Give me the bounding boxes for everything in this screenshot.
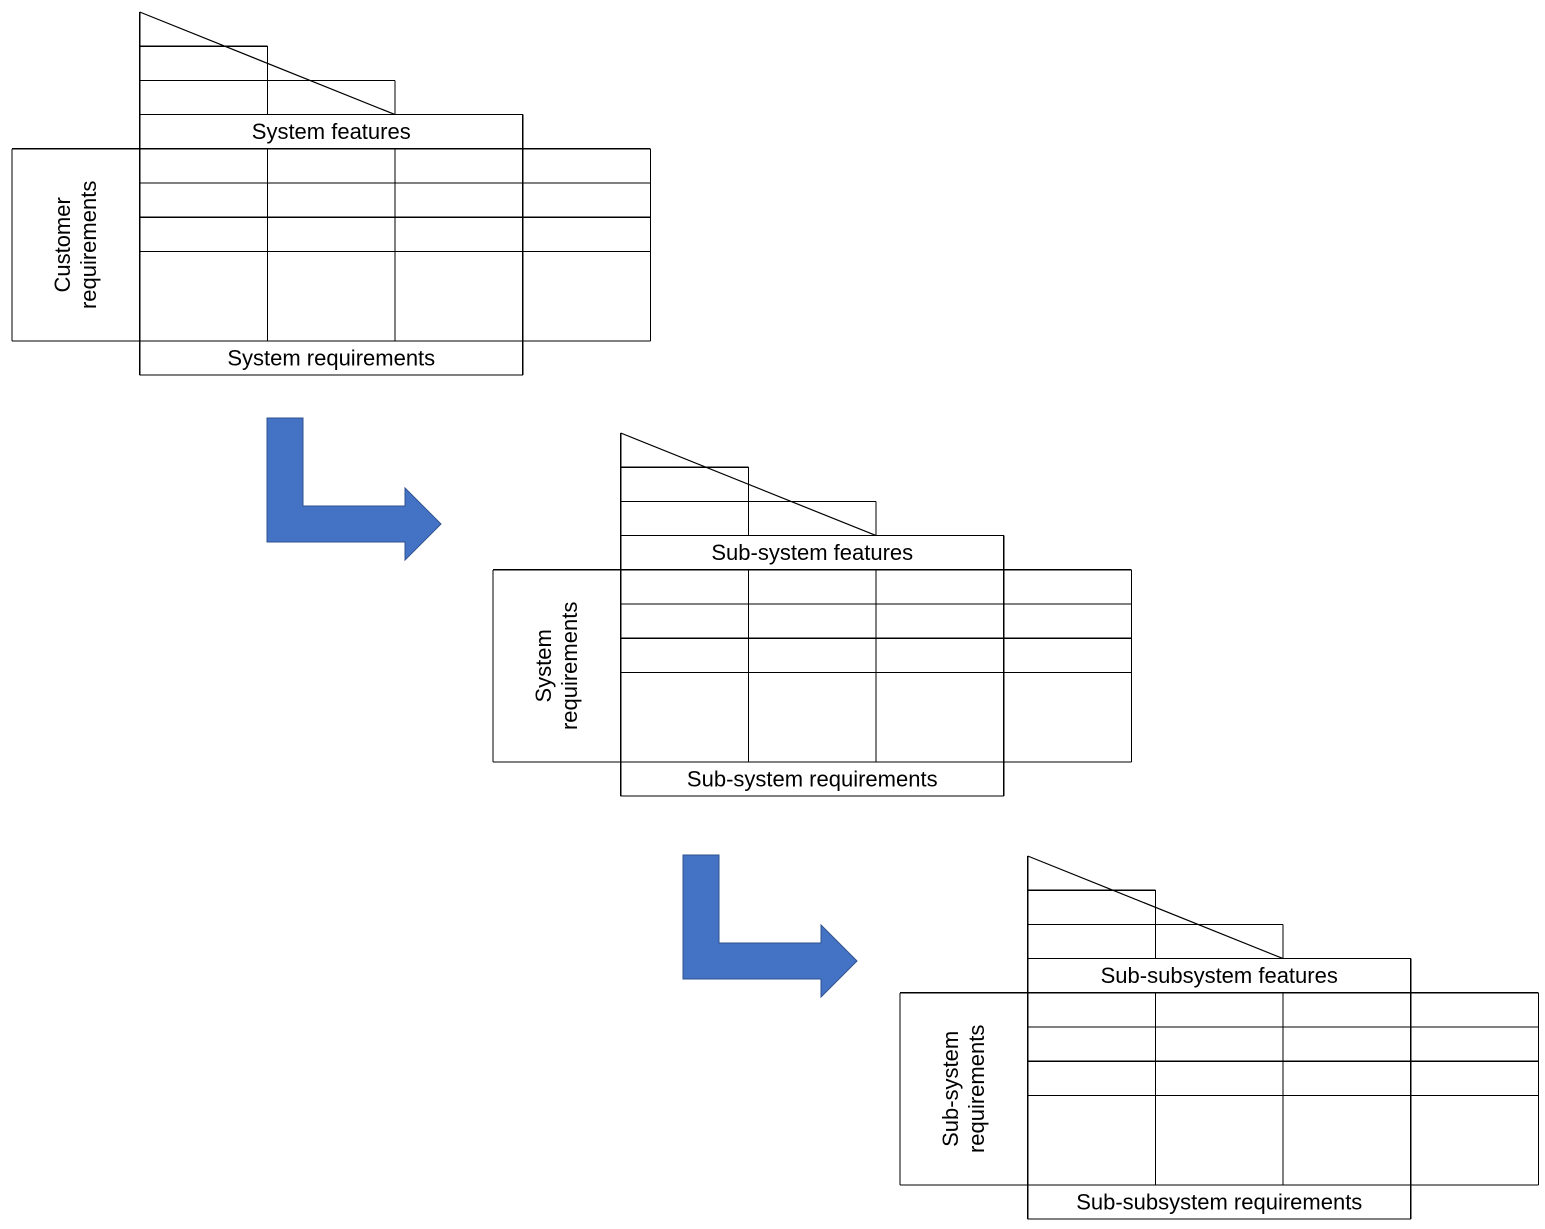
side-requirements-label: Customerrequirements (50, 181, 101, 309)
relationship-grid (492, 569, 1133, 797)
roof-correlation-area (1027, 855, 1412, 993)
side-label-line: Customer (50, 197, 75, 292)
roof-correlation-area (139, 11, 524, 149)
side-requirements-label: Sub-systemrequirements (938, 1025, 989, 1153)
features-label: Sub-subsystem features (1101, 963, 1338, 988)
side-label-line: requirements (557, 602, 582, 730)
features-label: System features (252, 119, 411, 144)
cascade-arrow-2 (682, 854, 858, 999)
requirements-label: Sub-subsystem requirements (1076, 1190, 1362, 1215)
relationship-grid (11, 148, 652, 376)
side-requirements-label: Systemrequirements (531, 602, 582, 730)
side-label-line: Sub-system (938, 1031, 963, 1147)
requirements-label: System requirements (227, 346, 435, 371)
roof-correlation-area (620, 432, 1005, 570)
cascade-arrow-1 (266, 417, 442, 562)
side-label-line: requirements (76, 181, 101, 309)
arrows-layer (266, 417, 858, 999)
side-label-line: System (531, 629, 556, 702)
side-label-line: requirements (964, 1025, 989, 1153)
features-label: Sub-system features (711, 540, 913, 565)
requirements-label: Sub-system requirements (687, 767, 938, 792)
relationship-grid (899, 992, 1540, 1220)
